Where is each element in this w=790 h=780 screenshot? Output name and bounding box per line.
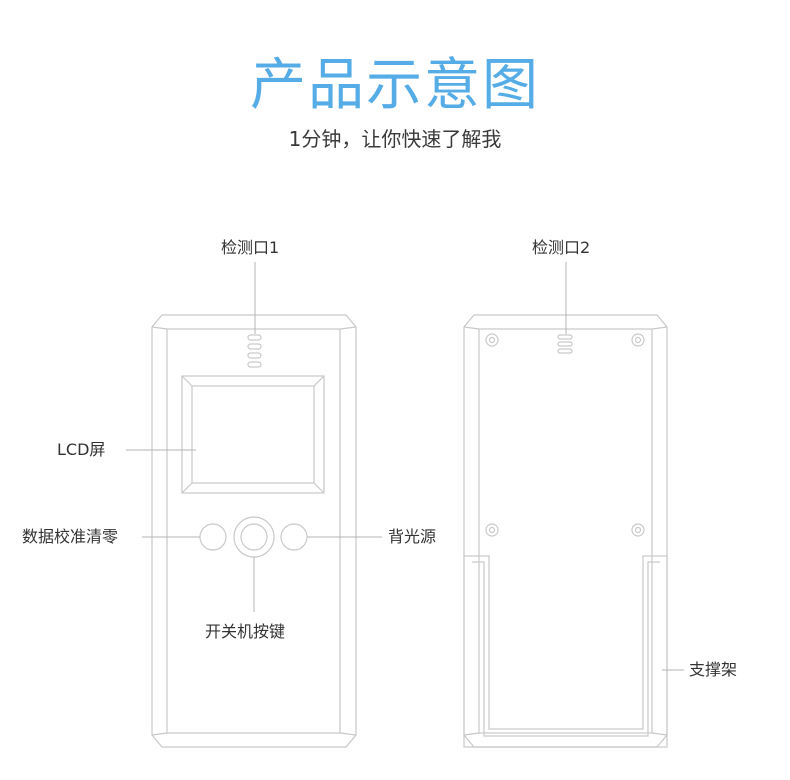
front-device (151, 314, 357, 748)
back-device (463, 314, 668, 748)
port2-label: 检测口2 (532, 238, 591, 257)
lcd-screen (181, 375, 325, 494)
power-button-inner (240, 523, 268, 551)
calibrate-label: 数据校准清零 (22, 527, 119, 546)
power-button-outer (233, 516, 275, 558)
backlight-button (280, 523, 308, 551)
front-body-outer (151, 314, 357, 748)
page-subtitle: 1分钟，让你快速了解我 (288, 127, 502, 151)
lcd-label: LCD屏 (57, 440, 106, 459)
screws (485, 333, 645, 537)
back-port-grille (557, 334, 573, 354)
backlight-label: 背光源 (388, 527, 437, 546)
calibrate-button (199, 523, 227, 551)
stand-label: 支撑架 (689, 660, 738, 679)
support-stand (463, 555, 668, 748)
power-label: 开关机按键 (205, 622, 286, 641)
leader-lines (126, 262, 684, 671)
back-body-inner (478, 328, 653, 734)
page-title: 产品示意图 (250, 53, 540, 118)
port1-label: 检测口1 (221, 238, 280, 257)
front-port-grille (247, 334, 262, 368)
